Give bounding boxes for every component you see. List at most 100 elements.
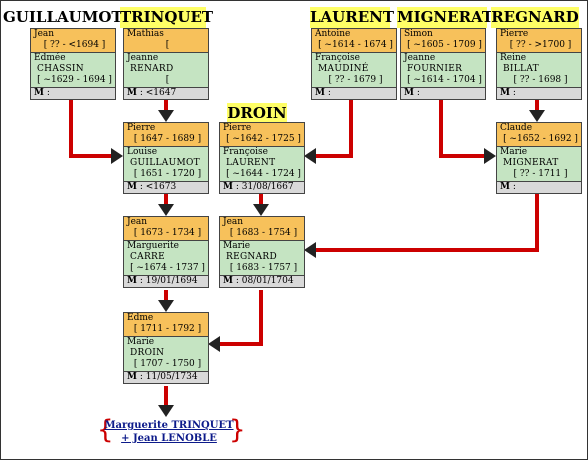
husband-name: Pierre [127, 123, 156, 133]
husband-name: Pierre [500, 29, 529, 39]
marriage-date: : [416, 88, 420, 98]
arrowhead-laurent-to-droin [304, 148, 316, 164]
marriage-row: M : <1647 [124, 88, 208, 99]
husband-dates: [ ~1652 - 1692 ] [503, 134, 578, 144]
husband-box: Edme[ 1711 - 1792 ] [124, 313, 208, 337]
husband-dates: [ 1683 - 1754 ] [229, 228, 298, 238]
husband-dates: [ 1673 - 1734 ] [133, 228, 202, 238]
family-label-trinquet: TRINQUET [120, 7, 214, 28]
arrowhead-droin-to-jean [253, 204, 269, 216]
family-label-guillaumot: GUILLAUMOT [3, 8, 123, 26]
husband-name: Claude [500, 123, 533, 133]
husband-box: Simon[ ~1605 - 1709 ] [401, 29, 485, 53]
marriage-date: : 31/08/1667 [235, 182, 294, 192]
wife-dates: [ ~1674 - 1737 ] [130, 263, 205, 273]
husband-name: Mathias [127, 29, 164, 39]
arrowhead-edme-to-result [158, 405, 174, 417]
wife-dates: [ 1683 - 1757 ] [229, 263, 298, 273]
marriage-label: M [127, 276, 137, 286]
arrowhead-pierre-to-jean [158, 204, 174, 216]
wife-dates: [ ?? - 1698 ] [513, 75, 568, 85]
wife-name: Françoise [223, 147, 268, 157]
husband-box: Antoine[ ~1614 - 1674 ] [312, 29, 396, 53]
wife-surname: DROIN [130, 348, 165, 358]
descendant-couple-link[interactable]: Marguerite TRINQUET + Jean LENOBLE [95, 419, 243, 445]
husband-name: Jean [34, 29, 55, 39]
husband-box: Jean[ ?? - <1694 ] [31, 29, 115, 53]
marriage-row: M : [31, 88, 115, 99]
wife-name: Marie [223, 241, 251, 251]
wife-name: Jeanne [127, 53, 159, 63]
family-label-droin: DROIN [227, 103, 287, 124]
marriage-label: M [223, 182, 233, 192]
wife-dates: [ 1707 - 1750 ] [133, 359, 202, 369]
wife-surname: CHASSIN [37, 64, 84, 74]
husband-dates: [ 1647 - 1689 ] [133, 134, 202, 144]
husband-dates: [ [165, 40, 170, 50]
marriage-row: M : [497, 182, 581, 193]
wife-surname: GUILLAUMOT [130, 158, 200, 168]
wife-dates: [ [165, 75, 170, 85]
wife-surname: MIGNERAT [503, 158, 559, 168]
husband-dates: [ ?? - >1700 ] [509, 40, 572, 50]
husband-box: Pierre[ ~1642 - 1725 ] [220, 123, 304, 147]
wife-dates: [ ?? - 1711 ] [513, 169, 568, 179]
family-label-laurent: LAURENT [310, 7, 395, 28]
marriage-date: : 08/01/1704 [235, 276, 294, 286]
wife-dates: [ ~1644 - 1724 ] [226, 169, 301, 179]
marriage-date: : [512, 182, 516, 192]
husband-box: Pierre[ ?? - >1700 ] [497, 29, 581, 53]
arrowhead-mignerat-to-claude [484, 148, 496, 164]
husband-box: Jean[ 1673 - 1734 ] [124, 217, 208, 241]
family-label-regnard: REGNARD [491, 7, 579, 28]
family-label-mignerat: MIGNERAT [397, 7, 494, 28]
connector-jean-droin-to-edme [218, 290, 263, 346]
marriage-date: : <1647 [139, 88, 177, 98]
connector-guillaumot-to-pierre [69, 99, 113, 158]
marriage-label: M [127, 372, 137, 382]
marriage-row: M : 19/01/1694 [124, 276, 208, 287]
husband-box: Jean[ 1683 - 1754 ] [220, 217, 304, 241]
descendant-name[interactable]: Marguerite TRINQUET [104, 420, 234, 431]
arrowhead-regnard-to-claude [529, 110, 545, 122]
wife-name: Françoise [315, 53, 360, 63]
husband-dates: [ ~1642 - 1725 ] [226, 134, 301, 144]
arrowhead-claude-to-jean-droin [304, 242, 316, 258]
husband-name: Antoine [315, 29, 351, 39]
descendant-spouse[interactable]: + Jean LENOBLE [121, 433, 217, 444]
wife-dates: [ ?? - 1679 ] [328, 75, 383, 85]
marriage-date: : 19/01/1694 [139, 276, 198, 286]
marriage-row: M : [401, 88, 485, 99]
connector-mignerat-to-claude [439, 99, 486, 158]
marriage-date: : [512, 88, 516, 98]
connector-laurent-to-droin [314, 99, 353, 158]
marriage-row: M : 31/08/1667 [220, 182, 304, 193]
husband-dates: [ ~1605 - 1709 ] [407, 40, 482, 50]
wife-name: Reine [500, 53, 527, 63]
wife-name: Edmée [34, 53, 66, 63]
marriage-label: M [500, 182, 510, 192]
connector-claude-to-jean-droin [314, 194, 539, 252]
left-brace: { [97, 415, 114, 445]
